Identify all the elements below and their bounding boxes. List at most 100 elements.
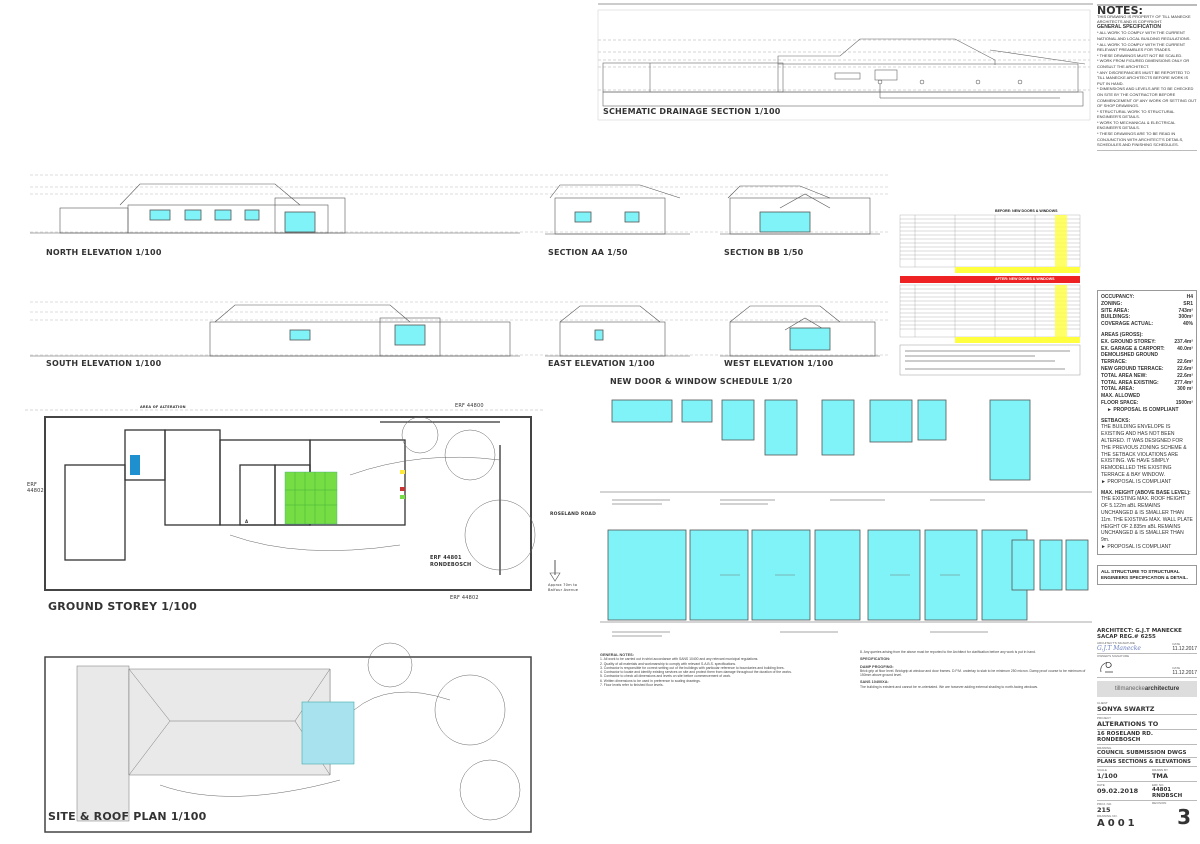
drawing-date: 09.02.2018 <box>1097 787 1139 795</box>
drainage-section-lines <box>597 3 1093 121</box>
erf-value: 44801 RNDBSCH <box>1152 787 1183 799</box>
sans-text: The building is existent and cannot be r… <box>860 684 1039 689</box>
area-value: 22.6m² <box>1177 359 1193 366</box>
general-notes-heading: GENERAL NOTES: <box>600 653 634 657</box>
area-row: OCCUPANCY:H4 <box>1101 294 1193 301</box>
architect-signature-caption: ARCHITECT'S SIGNATURE <box>1097 641 1135 645</box>
general-spec-heading: GENERAL SPECIFICATION <box>1097 23 1161 30</box>
area-label: DEMOLISHED GROUND <box>1101 352 1158 359</box>
area-value: 277.4m² <box>1174 379 1193 386</box>
general-note: 4. Contractor to locate and identify exi… <box>600 670 792 675</box>
drainage-section-title: SCHEMATIC DRAINAGE SECTION 1/100 <box>603 107 781 116</box>
area-label: TOTAL AREA NEW: <box>1101 372 1147 379</box>
date-caption: DATE <box>1172 642 1181 646</box>
area-value: 22.6m² <box>1177 372 1193 379</box>
note-item: * THESE DRAWINGS MUST NOT BE SCALED. <box>1097 52 1183 58</box>
damp-proofing-text: Brick grip at floor level. Brickgrip at … <box>860 668 1086 678</box>
section-aa-title: SECTION AA 1/50 <box>548 248 628 257</box>
area-label: MAX. ALLOWED <box>1101 393 1140 400</box>
spreadsheet-before-title: BEFORE: NEW DOORS & WINDOWS <box>995 209 1058 213</box>
approx-label-2: Balfour Avenue <box>548 588 579 592</box>
drawn-by-value: TMA <box>1152 772 1168 780</box>
area-row: EX. GROUND STOREY: 237.4m² <box>1101 339 1193 346</box>
west-elevation-title: WEST ELEVATION 1/100 <box>724 359 834 368</box>
area-label: FLOOR SPACE: <box>1101 399 1139 406</box>
area-value: 22.6m² <box>1177 365 1193 372</box>
project-line-2: 16 ROSELAND RD. RONDEBOSCH <box>1097 731 1153 743</box>
height-heading: MAX. HEIGHT (ABOVE BASE LEVEL): <box>1101 489 1191 496</box>
setbacks-heading: SETBACKS: <box>1101 417 1131 424</box>
note-item: * STRUCTURAL WORK TO STRUCTURAL ENGINEER… <box>1097 108 1175 120</box>
notes-panel: NOTES: THIS DRAWING IS PROPERTY OF TILL … <box>1097 4 1197 151</box>
revision-number: 3 <box>1177 805 1191 829</box>
area-value: 237.4m² <box>1174 338 1193 345</box>
east-elevation-title: EAST ELEVATION 1/100 <box>548 359 655 368</box>
area-value: 40.0m² <box>1177 345 1193 352</box>
area-value: 40% <box>1182 321 1193 328</box>
area-row: EX. GARAGE & CARPORT:40.0m² <box>1101 346 1193 353</box>
drawing-number: A001 <box>1097 818 1138 829</box>
erf-44801-label-1: ERF 44801 <box>430 555 462 561</box>
date-caption: DATE <box>1172 666 1181 670</box>
copyright-note: THIS DRAWING IS PROPERTY OF TILL MANECKE… <box>1097 13 1191 25</box>
owner-date: 11.12.2017 <box>1172 670 1197 676</box>
area-label: SITE AREA: <box>1101 307 1130 314</box>
area-label: TOTAL AREA: <box>1101 386 1135 393</box>
logo-text-light: tillmanecke <box>1114 686 1145 692</box>
notes-title: NOTES: <box>1097 4 1143 17</box>
area-row: TOTAL AREA:300 m² <box>1101 386 1193 393</box>
area-value: H4 <box>1186 294 1193 300</box>
sacap-reg: SACAP REG.# 6255 <box>1097 634 1156 640</box>
erf-caption: ERF NO. <box>1152 783 1165 787</box>
north-elevation-title: NORTH ELEVATION 1/100 <box>46 248 162 257</box>
revision-caption: REVISION <box>1152 801 1167 805</box>
sans-heading: SANS 10400XA: <box>860 680 889 685</box>
general-notes: GENERAL NOTES: 1. All work to be carried… <box>600 650 1090 689</box>
site-roof-plan-lines <box>44 642 532 833</box>
specification-heading: SPECIFICATION: <box>860 657 891 662</box>
erf-44801-label-2: RONDEBOSCH <box>430 562 472 568</box>
project-number-caption: PROJ. NO. <box>1097 802 1113 806</box>
title-block: ARCHITECT: G.J.T MANECKE SACAP REG.# 625… <box>1097 628 1197 829</box>
area-value: SR1 <box>1183 300 1193 307</box>
area-row: ZONING: SR1 <box>1101 301 1193 308</box>
drawn-by-caption: DRAWN BY <box>1152 768 1169 772</box>
area-label: NEW GROUND TERRACE: <box>1101 365 1164 372</box>
date-caption: DATE <box>1097 783 1105 787</box>
area-of-alteration-label: AREA OF ALTERATION <box>140 405 186 409</box>
logo-text-bold: architecture <box>1144 686 1180 692</box>
setbacks-text: THE BUILDING ENVELOPE IS EXISTING AND HA… <box>1101 424 1187 478</box>
architect-signature: G.J.T Manecke <box>1097 645 1141 652</box>
scale-value: 1/100 <box>1097 772 1118 780</box>
architect-logo: tillmaneckearchitecture <box>1097 681 1197 697</box>
area-value: 1500m² <box>1175 399 1193 406</box>
project-caption: PROJECT <box>1097 716 1112 720</box>
area-label: EX. GROUND STOREY: <box>1101 338 1156 345</box>
ground-storey-title: GROUND STOREY 1/100 <box>48 600 197 613</box>
general-note: 2. Quality of all materials and workmans… <box>600 661 737 666</box>
general-note: 5. Contractor to check all dimensions an… <box>600 674 732 679</box>
note-item: * DIMENSIONS AND LEVELS ARE TO BE CHECKE… <box>1097 86 1197 109</box>
erf-west-label-1: ERF <box>27 482 38 488</box>
note-item: * ALL WORK TO COMPLY WITH THE CURRENT NA… <box>1097 30 1191 41</box>
site-roof-plan: SITE & ROOF PLAN 1/100 <box>0 620 600 844</box>
door-window-schedule: NEW DOOR & WINDOW SCHEDULE 1/20 <box>600 360 1092 652</box>
area-label: COVERAGE ACTUAL: <box>1101 321 1154 328</box>
area-label: ZONING: <box>1101 300 1123 307</box>
area-row: NEW GROUND TERRACE: 22.6m² <box>1101 366 1193 373</box>
drawing-number-caption: DRAWING NO. <box>1097 814 1118 818</box>
owner-signature-caption: OWNER'S SIGNATURE <box>1097 654 1130 658</box>
area-row: TERRACE:22.6m² <box>1101 359 1193 366</box>
compliant-note: ► PROPOSAL IS COMPLIANT <box>1101 543 1172 550</box>
general-note: 6. Written dimensions to be used in pref… <box>600 678 701 683</box>
area-row: BUILDINGS:300m² <box>1101 314 1193 321</box>
architect-date: 11.12.2017 <box>1172 646 1197 652</box>
drawing-caption: DRAWING <box>1097 746 1112 750</box>
area-row: TOTAL AREA NEW: 22.6m² <box>1101 373 1193 380</box>
area-label: TOTAL AREA EXISTING: <box>1101 379 1159 386</box>
client-name: SONYA SWARTZ <box>1097 705 1155 713</box>
area-row: MAX. ALLOWED <box>1101 393 1193 400</box>
area-calculation-spreadsheet: BEFORE: NEW DOORS & WINDOWS AFTER: NEW D… <box>895 205 1090 376</box>
structure-note: ALL STRUCTURE TO STRUCTURAL ENGINEERS SP… <box>1097 565 1197 585</box>
drawing-line-1: COUNCIL SUBMISSION DWGS <box>1097 750 1187 756</box>
